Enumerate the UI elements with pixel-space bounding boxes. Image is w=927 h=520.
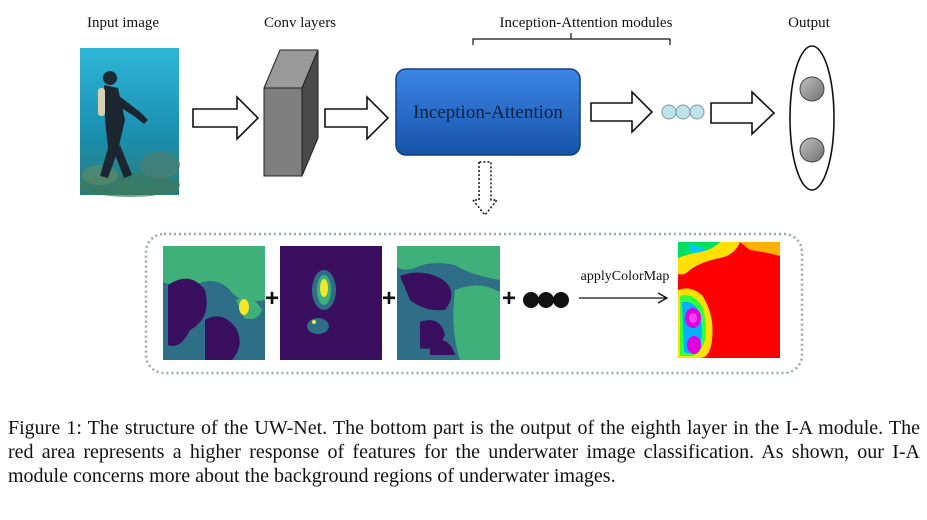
feature-map-3 — [397, 246, 500, 360]
figure-caption: Figure 1: The structure of the UW-Net. T… — [8, 417, 920, 487]
plus-sign: + — [265, 285, 279, 312]
plus-sign: + — [502, 285, 516, 312]
flow-arrow — [192, 95, 260, 141]
architecture-diagram: Input image Conv layers Inception-Attent… — [80, 15, 835, 375]
flow-arrow — [710, 90, 776, 136]
modules-bracket — [472, 33, 671, 45]
colormap-arrow — [579, 292, 669, 304]
input-image-label: Input image — [87, 15, 159, 31]
inception-attention-block — [395, 68, 581, 156]
input-image — [80, 48, 180, 197]
conv-layers-label: Conv layers — [264, 15, 336, 31]
feature-map-1 — [163, 246, 265, 360]
feature-map-2 — [280, 246, 382, 360]
plus-sign: + — [382, 285, 396, 312]
feature-map-panel — [144, 232, 804, 375]
output-label: Output — [788, 15, 831, 31]
flow-arrow — [590, 90, 654, 134]
attention-heatmap — [678, 242, 780, 358]
inception-modules-label: Inception-Attention modules — [500, 15, 673, 31]
ellipsis-circles — [661, 104, 705, 120]
conv-layers-block — [263, 49, 319, 177]
output-node — [789, 45, 835, 191]
apply-colormap-label: applyColorMap — [581, 269, 670, 284]
dotted-down-arrow — [471, 161, 499, 217]
ellipsis-dots — [523, 292, 569, 308]
inception-attention-block-label: Inception-Attention — [413, 102, 563, 123]
flow-arrow — [324, 95, 390, 141]
